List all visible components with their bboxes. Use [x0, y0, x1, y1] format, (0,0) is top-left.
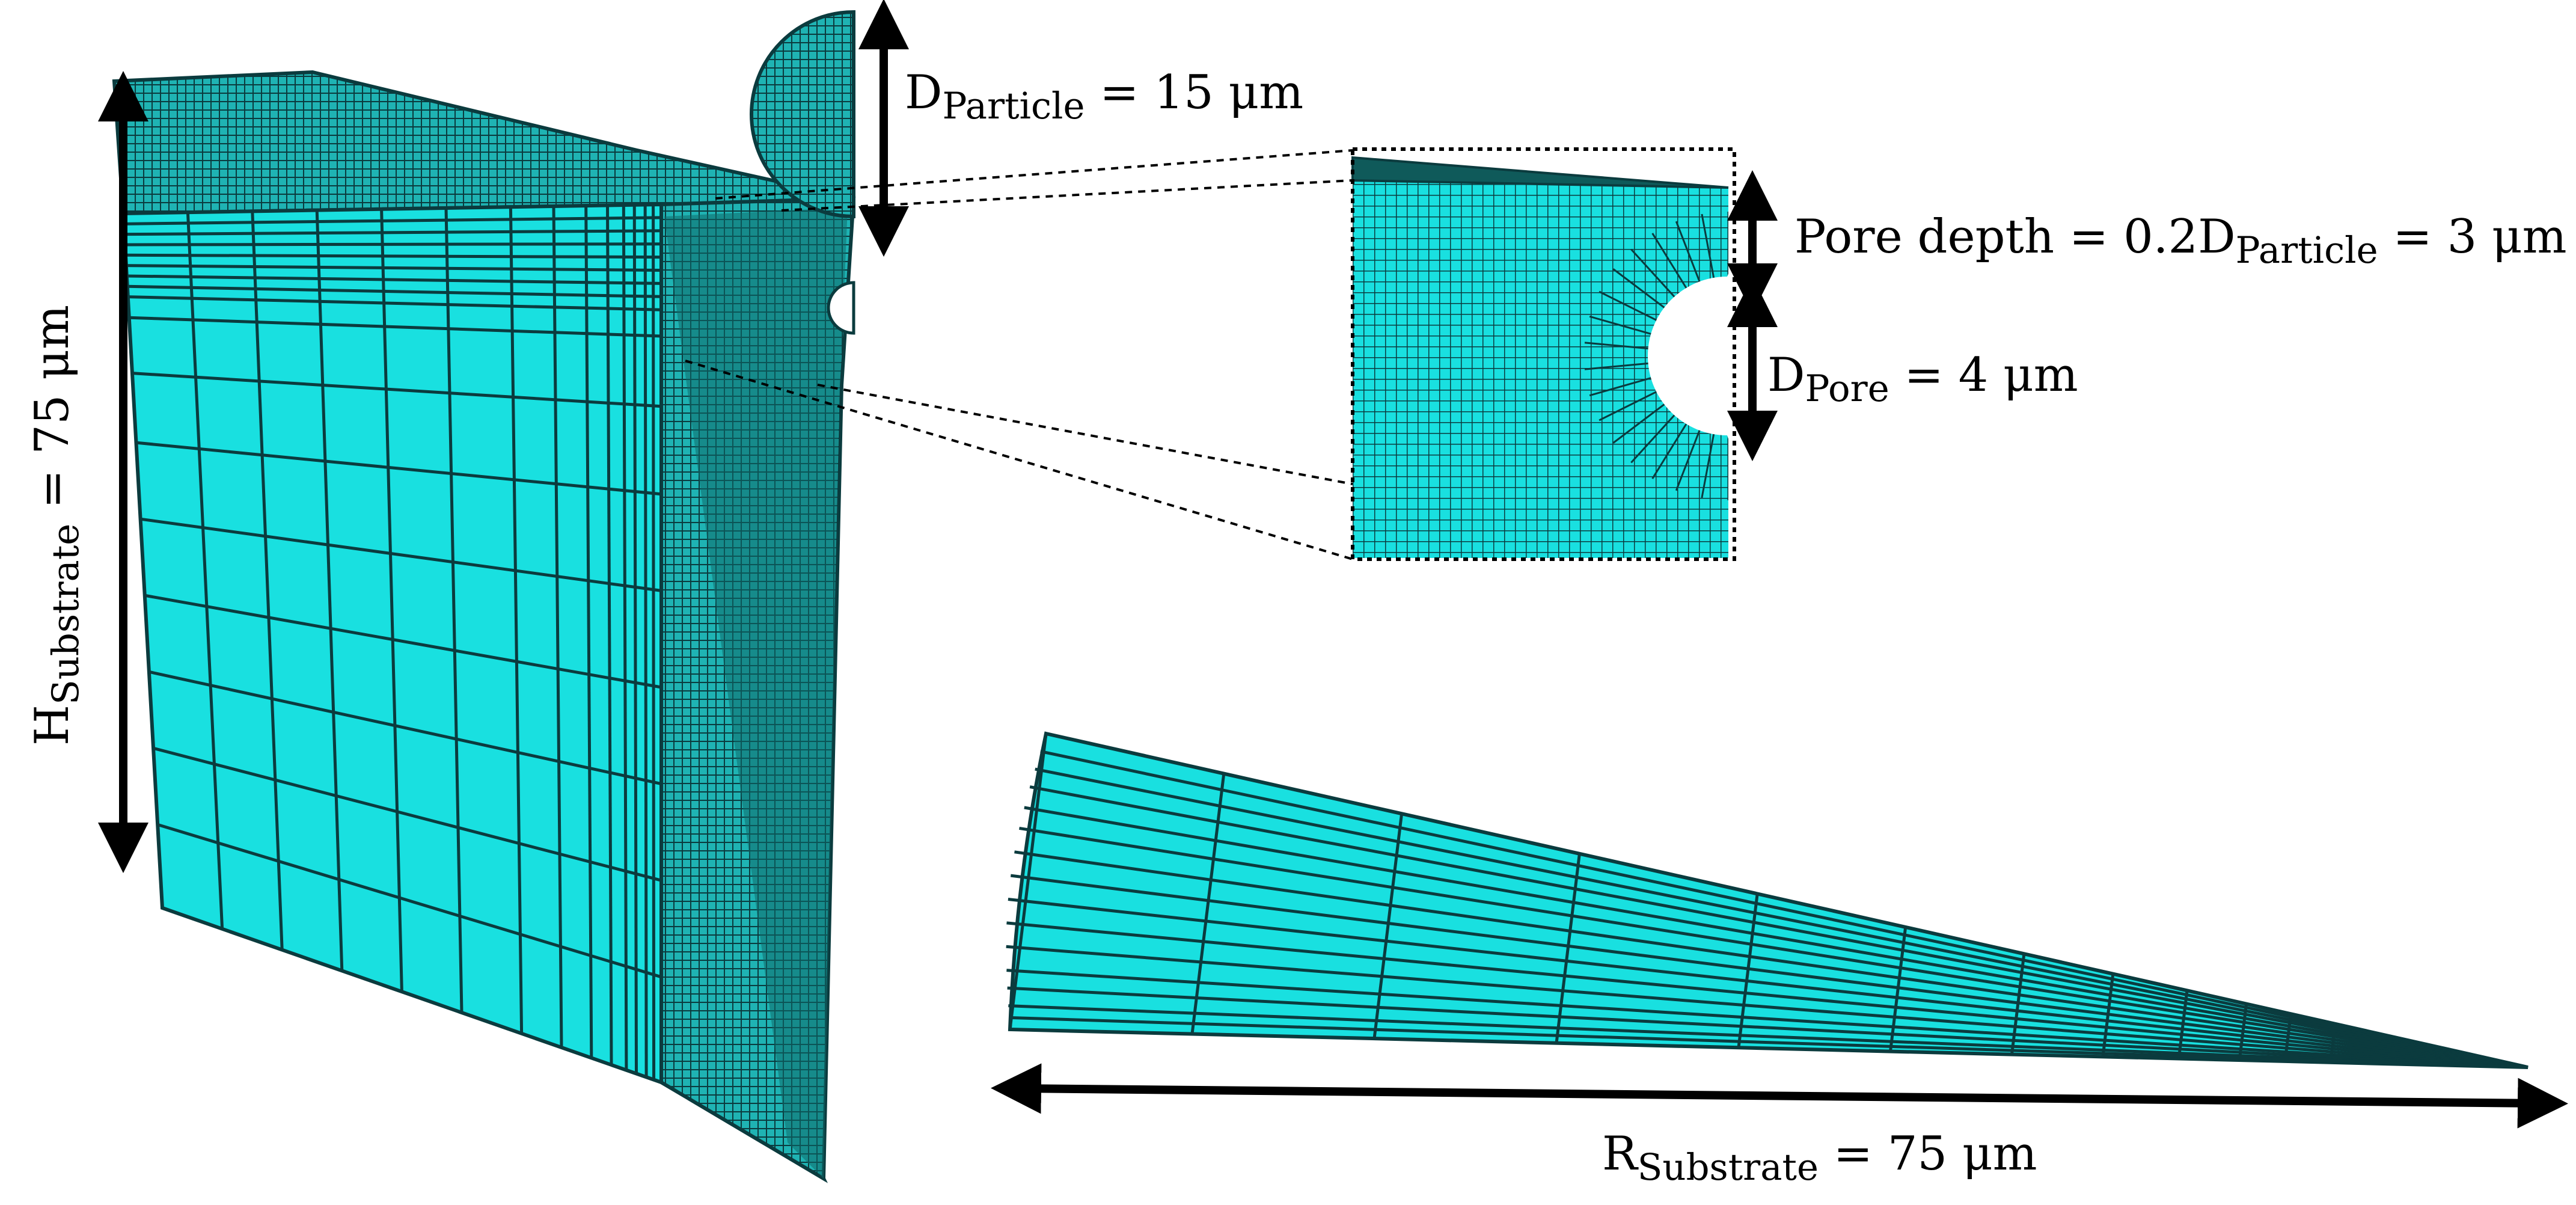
arrow-r-substrate	[991, 1063, 2568, 1129]
mesh-line	[552, 206, 563, 1048]
label-prefix: Pore depth = 0.2D	[1794, 210, 2236, 264]
label-r-substrate: RSubstrate = 75 μm	[1602, 1130, 2037, 1186]
dash-line-3	[817, 384, 1353, 485]
label-subscript: Particle	[2235, 230, 2378, 272]
dash-line-4	[685, 360, 1353, 560]
mesh-line	[129, 316, 662, 338]
mesh-line	[1006, 921, 2529, 1069]
dimension-arrows	[98, 0, 2568, 1129]
mesh-line	[1008, 1004, 2529, 1069]
mesh-line	[186, 212, 224, 929]
zoom-top-sliver	[1351, 156, 1729, 189]
mesh-line	[1040, 750, 2529, 1069]
label-symbol: H	[25, 704, 79, 746]
mesh-line	[153, 746, 662, 882]
mesh-line	[126, 274, 662, 285]
mesh-line	[643, 204, 648, 1078]
mesh-line	[1737, 894, 1759, 1048]
mesh-line	[509, 207, 524, 1034]
dash-line-1	[715, 149, 1353, 200]
mesh-line	[123, 216, 662, 225]
label-symbol: R	[1602, 1127, 1638, 1181]
mesh-line	[1006, 969, 2529, 1069]
mesh-line	[1024, 806, 2529, 1069]
label-value: = 75 μm	[1818, 1127, 2037, 1181]
label-subscript: Particle	[942, 85, 1085, 128]
mesh-line	[157, 823, 662, 979]
mesh-line	[622, 205, 628, 1070]
mesh-line	[144, 593, 662, 689]
particle-half-disc	[750, 10, 855, 219]
mesh-line	[124, 242, 662, 247]
wedge-outline	[1008, 731, 2529, 1069]
label-pore-depth: Pore depth = 0.2DParticle = 3 μm	[1794, 213, 2567, 269]
mesh-line	[126, 264, 662, 272]
label-subscript: Substrate	[1637, 1147, 1819, 1189]
mesh-line	[1555, 853, 1581, 1043]
mesh-line	[1372, 813, 1404, 1039]
mesh-line	[606, 205, 613, 1065]
block-top-dense-band	[112, 70, 854, 216]
label-symbol: D	[1767, 348, 1805, 402]
block-right-edge	[664, 207, 848, 1179]
label-h-substrate: HSubstrate = 75 μm	[25, 305, 87, 746]
mesh-line	[132, 372, 662, 408]
label-value: = 75 μm	[25, 305, 79, 524]
mesh-line	[1008, 898, 2529, 1069]
label-value: = 3 μm	[2378, 210, 2567, 264]
label-symbol: D	[905, 66, 943, 120]
mesh-line	[124, 229, 662, 236]
mesh-line	[148, 670, 662, 786]
particle-mesh	[750, 10, 855, 219]
label-subscript: Substrate	[45, 523, 88, 705]
mesh-line	[1029, 785, 2529, 1069]
zoom-dotted-frame	[1351, 147, 1736, 561]
dash-line-2	[781, 179, 1353, 212]
mesh-line	[1889, 927, 1908, 1052]
label-subscript: Pore	[1805, 368, 1889, 411]
mesh-line	[1006, 945, 2529, 1069]
label-value: = 15 μm	[1085, 66, 1304, 120]
label-value: = 4 μm	[1889, 348, 2078, 402]
label-d-pore: DPore = 4 μm	[1767, 352, 2078, 407]
block-grid-lines	[123, 204, 662, 1080]
label-d-particle: DParticle = 15 μm	[905, 69, 1303, 124]
mesh-line	[1008, 733, 1048, 1030]
mesh-line	[1190, 773, 1226, 1034]
mesh-line	[140, 517, 662, 592]
mesh-line	[1035, 767, 2529, 1069]
mesh-line	[1009, 1016, 2529, 1069]
mesh-line	[1007, 986, 2529, 1069]
mesh-line	[127, 295, 662, 311]
mesh-line	[1019, 826, 2529, 1069]
mesh-line	[380, 209, 403, 992]
mesh-line	[632, 204, 638, 1074]
block-pore-notch	[827, 281, 855, 335]
mesh-line	[125, 253, 662, 259]
mesh-line	[127, 284, 662, 298]
zoom-detail-mesh	[1351, 147, 1736, 561]
mesh-line	[251, 211, 284, 950]
substrate-wedge-mesh	[1006, 731, 2529, 1069]
mesh-line	[584, 206, 593, 1058]
mesh-line	[1014, 850, 2529, 1069]
mesh-line	[136, 441, 662, 496]
mesh-line	[652, 204, 656, 1080]
mesh-line	[1010, 874, 2529, 1069]
mesh-line	[444, 207, 463, 1013]
substrate-block-mesh	[112, 70, 856, 1183]
mesh-line	[315, 210, 344, 971]
